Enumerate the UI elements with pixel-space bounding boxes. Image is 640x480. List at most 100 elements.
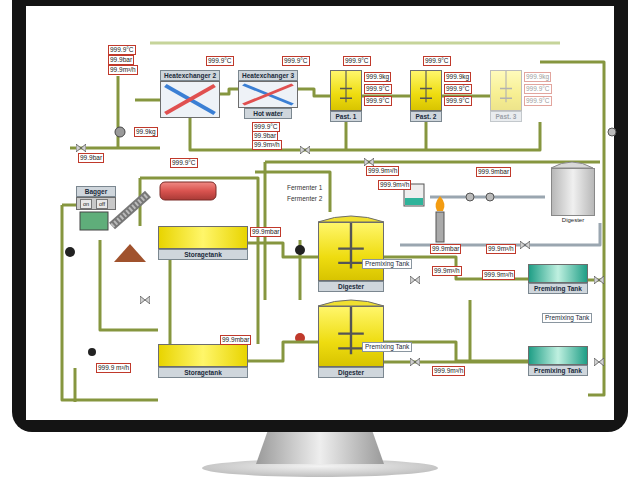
vessel-tag: Past. 3 [490, 111, 522, 122]
pipes [100, 240, 158, 330]
valves [594, 276, 604, 284]
vessel-tag: Bagger [76, 186, 116, 197]
pumps [115, 127, 125, 137]
pumps [88, 348, 96, 356]
readout-value: 999.9m³/h [482, 270, 515, 280]
conveyor [80, 212, 108, 230]
readout-value: 99.9m³/h [108, 65, 138, 75]
tank-node: Digester [551, 168, 595, 224]
flare-stack [436, 212, 444, 242]
vessel-body [528, 264, 588, 283]
agitator-symbol [411, 71, 441, 110]
readout-value: 999.9mbar [476, 167, 511, 177]
vessel-tag: Hot water [244, 108, 292, 119]
pipes [425, 122, 428, 150]
pipes [265, 161, 600, 164]
readout-value: 999.9 m³/h [96, 363, 131, 373]
tank-node: Storagetank [158, 344, 248, 378]
valves [410, 358, 420, 366]
vessel-tag: Premixing Tank [528, 283, 588, 294]
flare-stack [436, 196, 445, 242]
vessel-body [160, 81, 220, 118]
valves [140, 296, 150, 304]
agitator-symbol [340, 71, 352, 102]
heat-exchanger-symbol [243, 85, 292, 105]
vessel-tag: Digester [318, 281, 384, 292]
pipe-connector [169, 260, 172, 344]
tank-node: Heatexchanger 3 [238, 70, 298, 108]
tank-tag: Premixing Tank [362, 259, 412, 269]
agitator-symbol [338, 223, 364, 269]
agitator-symbol [319, 223, 383, 280]
readout-value: 999.9°C [170, 158, 198, 168]
readout-value: 999.9kg [524, 72, 551, 82]
readout-value: 999.9m³/h [366, 166, 399, 176]
vessel-body [528, 346, 588, 365]
readout-value: 999.9°C [444, 84, 472, 94]
readout-value: 99.9kg [134, 127, 158, 137]
pumps [65, 247, 75, 257]
readout-value: 999.9°C [108, 45, 136, 55]
readout-value: 999.9°C [444, 96, 472, 106]
pipes [74, 368, 77, 402]
pipes [135, 99, 160, 102]
readout-value: 999.9°C [364, 96, 392, 106]
pipes [190, 118, 540, 150]
tank-node: Past. 3 [490, 70, 522, 122]
tank-node: Premixing Tank [528, 346, 588, 376]
pumps [486, 193, 494, 201]
readout-value: 99.9m³/h [252, 140, 282, 150]
valves [594, 358, 604, 366]
agitator-symbol [491, 71, 521, 110]
button-label: off [96, 199, 108, 209]
valves [76, 144, 604, 366]
readout-value: 99.9mbar [220, 335, 251, 345]
tank-tag: Premixing Tank [542, 313, 592, 323]
pipe-connector [220, 89, 238, 94]
signal-name: Fermenter 2 [286, 195, 323, 203]
tank-node: Storagetank [158, 226, 248, 260]
button-label: on [80, 199, 92, 209]
heat-exchanger-symbol [239, 82, 297, 107]
pumps [608, 128, 616, 136]
vessel-body [318, 306, 384, 367]
heat-exchanger-symbol [165, 86, 214, 114]
vessel-body [490, 70, 522, 111]
valves [300, 146, 310, 154]
pipes [469, 300, 472, 362]
tank-node: Digester [318, 222, 384, 292]
valves [76, 144, 86, 152]
agitator-symbol [338, 307, 364, 354]
readout-value: 99.9bar [108, 55, 134, 65]
readout-value: 999.9°C [364, 84, 392, 94]
flare-stack [436, 196, 445, 211]
conveyor [114, 244, 146, 262]
vessel-name: Digester [551, 216, 595, 224]
vessel-body [318, 222, 384, 281]
readout-value: 99.9m³/h [486, 244, 516, 254]
pumps [295, 245, 305, 255]
valves [364, 158, 374, 166]
dosing-unit [405, 198, 423, 205]
readout-value: 999.9kg [364, 72, 391, 82]
readout-value: 999.9m³/h [378, 180, 411, 190]
pipes [150, 42, 560, 45]
vessel-body [158, 344, 248, 367]
pipes [62, 43, 604, 402]
red-tank [160, 182, 216, 200]
tank-node: Hot water [244, 108, 292, 119]
vessel-body [158, 226, 248, 249]
readout-value: 99.9bar [78, 153, 104, 163]
agitator-symbol [420, 71, 432, 102]
vessel-tag: Storagetank [158, 367, 248, 378]
monitor-bezel [12, 0, 628, 432]
tank-node: Heatexchanger 2 [160, 70, 220, 118]
vessel-body [238, 81, 298, 108]
tank-node: Premixing Tank [528, 264, 588, 294]
tank-node: Past. 1 [330, 70, 362, 122]
readout-value: 999.9kg [444, 72, 471, 82]
vessel-tag: Past. 2 [410, 111, 442, 122]
vessel-body [330, 70, 362, 111]
valves [520, 241, 530, 249]
readout-value: 999.9°C [423, 56, 451, 66]
